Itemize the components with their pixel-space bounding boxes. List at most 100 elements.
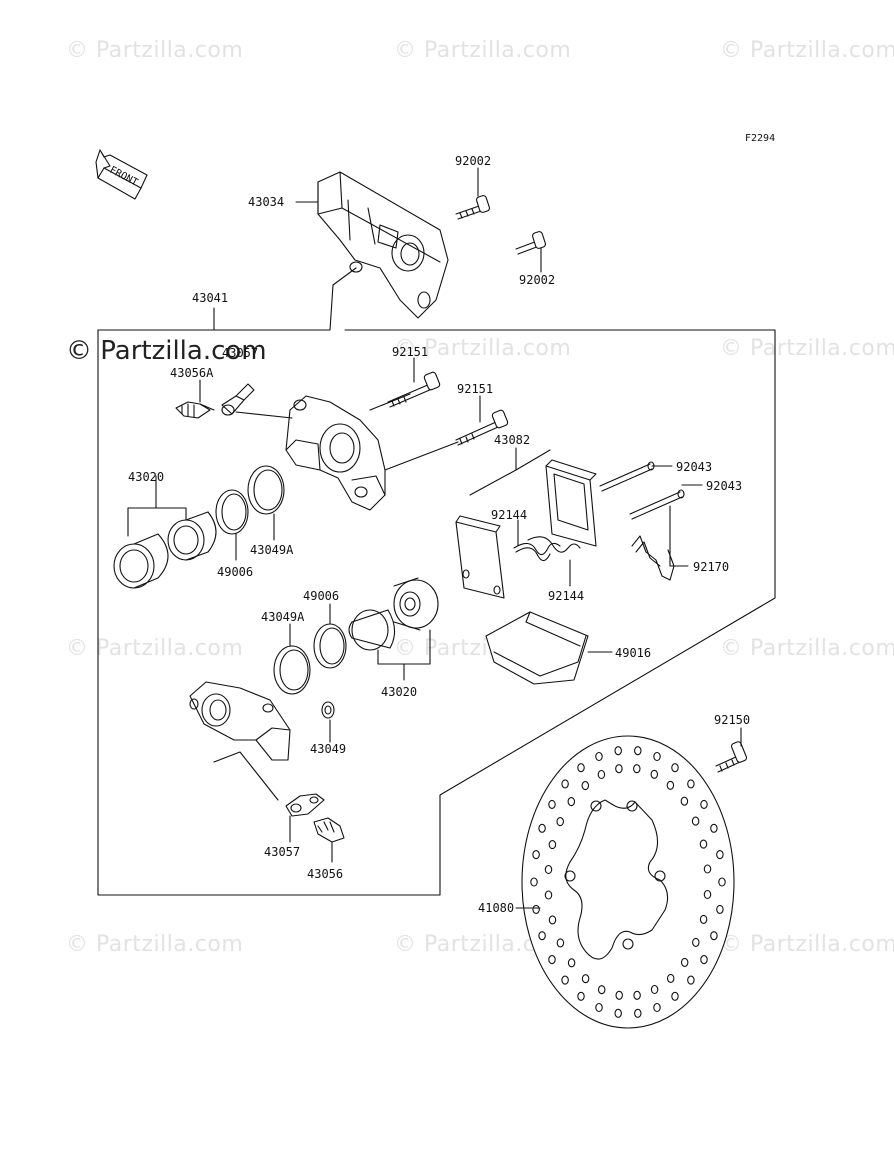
disc-vent-hole: [703, 864, 712, 874]
caliper-body-lower: [189, 681, 291, 761]
disc-vent-hole: [633, 764, 641, 774]
disc-vent-hole: [544, 890, 553, 900]
seal-43049A-right: [273, 645, 311, 695]
brake-disc-41080: [521, 735, 735, 1029]
label-49006-right: 49006: [303, 589, 340, 603]
label-43034: 43034: [248, 195, 285, 209]
disc-vent-hole: [615, 764, 623, 774]
piston-43020-left-a: [113, 533, 169, 589]
disc-vent-hole: [614, 1008, 622, 1018]
caliper-body-upper: [285, 395, 386, 511]
seal-43049: [321, 701, 335, 719]
disc-vent-hole: [680, 957, 689, 967]
disc-vent-hole: [680, 796, 689, 806]
spring-92144-a: [513, 542, 561, 562]
label-43056: 43056: [307, 867, 344, 881]
disc-vent-hole: [544, 864, 553, 875]
label-43049A-right: 43049A: [261, 610, 305, 624]
disc-vent-hole: [633, 990, 641, 1000]
label-92144-b: 92144: [548, 589, 585, 603]
watermark: © Partzilla.com: [394, 336, 572, 361]
bleeder-valve-43056: [313, 817, 345, 843]
disc-vent-hole: [561, 779, 569, 789]
disc-vent-hole: [595, 1002, 603, 1013]
label-92151-a: 92151: [392, 345, 429, 359]
disc-vent-hole: [567, 958, 576, 968]
disc-vent-hole: [699, 839, 708, 849]
disc-vent-hole: [692, 937, 700, 947]
bleeder-valve-43056A: [175, 401, 215, 419]
disc-vent-hole: [581, 974, 590, 984]
pin-92151-a: [387, 371, 441, 408]
bleeder-cap-43057-top: [221, 383, 255, 416]
disc-vent-hole: [581, 781, 590, 791]
disc-vent-hole: [614, 746, 622, 756]
disc-vent-hole: [556, 938, 565, 948]
spring-92144-b: [527, 536, 581, 553]
watermark-main: © Partzilla.com: [66, 336, 267, 366]
brake-pad-left: [455, 515, 505, 599]
label-43020-bottom: 43020: [381, 685, 418, 699]
pin-92043-b: [629, 489, 685, 520]
label-92043-a: 92043: [676, 460, 713, 474]
bleeder-cap-43057-bottom: [285, 793, 325, 817]
disc-vent-hole: [561, 975, 569, 985]
label-43041: 43041: [192, 291, 229, 305]
disc-vent-hole: [700, 955, 708, 965]
bolt-92002-bottom: [515, 231, 546, 255]
disc-vent-hole: [530, 877, 538, 887]
watermark: © Partzilla.com: [720, 38, 894, 63]
front-arrow-icon: FRONT: [95, 149, 148, 200]
disc-vent-hole: [650, 984, 659, 995]
label-92002-top: 92002: [455, 154, 492, 168]
disc-vent-hole: [671, 763, 679, 773]
disc-vent-hole: [548, 840, 557, 850]
bolt-92002-top: [455, 195, 490, 220]
label-43049: 43049: [310, 742, 347, 756]
seal-43049A-left: [247, 465, 285, 515]
disc-vent-hole: [653, 1002, 661, 1013]
disc-vent-hole: [556, 817, 564, 827]
watermark: © Partzilla.com: [394, 38, 572, 63]
disc-vent-hole: [687, 975, 695, 985]
bolt-92150: [715, 741, 748, 773]
disc-vent-hole: [653, 751, 661, 762]
disc-vent-hole: [650, 769, 659, 779]
disc-vent-hole: [710, 823, 718, 833]
label-49006-left: 49006: [217, 565, 254, 579]
seal-49006-right: [313, 623, 347, 669]
label-92150: 92150: [714, 713, 751, 727]
label-49016: 49016: [615, 646, 652, 660]
disc-vent-hole: [615, 990, 623, 1000]
piston-43020-right-a: [348, 609, 396, 651]
label-92170: 92170: [693, 560, 730, 574]
label-43049A-left: 43049A: [250, 543, 294, 557]
disc-holes: [530, 746, 726, 1018]
brake-pad-right: [545, 459, 597, 547]
bracket-43034: [317, 171, 449, 319]
disc-vent-hole: [700, 799, 708, 809]
disc-vent-hole: [699, 914, 708, 924]
watermark: © Partzilla.com: [720, 336, 894, 361]
disc-vent-hole: [710, 931, 718, 941]
watermark: © Partzilla.com: [66, 38, 244, 63]
label-92002-bottom: 92002: [519, 273, 556, 287]
label-92151-b: 92151: [457, 382, 494, 396]
disc-vent-hole: [634, 746, 642, 756]
disc-vent-hole: [538, 823, 546, 833]
label-92043-b: 92043: [706, 479, 743, 493]
disc-vent-hole: [567, 797, 576, 807]
disc-vent-hole: [532, 850, 540, 860]
label-43082: 43082: [494, 433, 531, 447]
label-43057-top: 43057: [222, 346, 259, 360]
disc-vent-hole: [703, 889, 712, 900]
label-92144-a: 92144: [491, 508, 528, 522]
disc-vent-hole: [548, 915, 557, 925]
watermark: © Partzilla.com: [720, 636, 894, 661]
piston-43020-left-b: [167, 511, 217, 561]
label-43020-top: 43020: [128, 470, 165, 484]
seal-49006-left: [215, 489, 249, 535]
disc-vent-hole: [597, 985, 606, 995]
disc-vent-hole: [595, 751, 603, 762]
